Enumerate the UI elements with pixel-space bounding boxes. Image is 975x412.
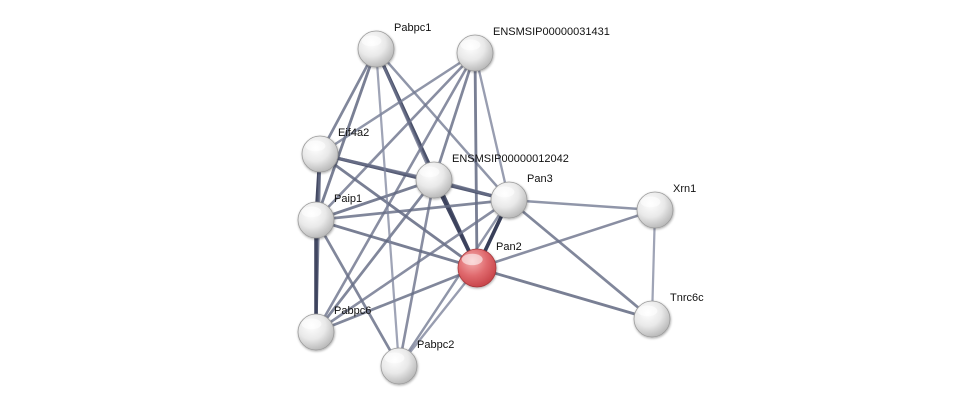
node-pan3[interactable]: Pan3 <box>490 173 553 219</box>
edge-pan2-pabpc2[interactable] <box>397 266 479 368</box>
edge-pan2-tnrc6c[interactable] <box>475 266 654 321</box>
node-label: Pabpc2 <box>417 339 454 351</box>
edge-pan2-xrn1[interactable] <box>475 208 657 270</box>
edge-pabpc1-pabpc2[interactable] <box>374 47 401 368</box>
node-highlight <box>460 39 481 51</box>
node-highlight <box>301 206 322 218</box>
edge-pabpc1-eif4a2[interactable] <box>318 47 378 156</box>
node-label: Pan2 <box>496 241 522 253</box>
edge-pabpc1-ensmsip00000012042[interactable] <box>374 47 436 182</box>
node-highlight <box>384 352 405 364</box>
edge-paip1-pan2[interactable] <box>314 218 479 270</box>
node-label: Xrn1 <box>673 183 696 195</box>
node-label: ENSMSIP00000012042 <box>452 153 569 165</box>
edge-ensmsip00000031431-eif4a2[interactable] <box>318 51 477 156</box>
node-label: Pan3 <box>527 173 553 185</box>
node-paip1[interactable]: Paip1 <box>297 193 362 239</box>
node-xrn1[interactable]: Xrn1 <box>636 183 696 229</box>
edge-ensmsip00000012042-pabpc2[interactable] <box>397 178 436 368</box>
edge-ensmsip00000031431-pan3[interactable] <box>473 51 511 202</box>
node-pabpc2[interactable]: Pabpc2 <box>380 339 454 385</box>
node-highlight <box>301 318 322 330</box>
node-label: ENSMSIP00000031431 <box>493 26 610 38</box>
node-label: Tnrc6c <box>670 292 704 304</box>
edge-pabpc1-pan3[interactable] <box>374 47 511 202</box>
node-label: Paip1 <box>334 193 362 205</box>
node-highlight <box>461 253 483 266</box>
node-tnrc6c[interactable]: Tnrc6c <box>633 292 704 338</box>
edge-ensmsip00000031431-ensmsip00000012042[interactable] <box>432 51 477 182</box>
edge-pan3-pabpc2[interactable] <box>397 198 511 368</box>
node-highlight <box>305 140 326 152</box>
edge-pabpc1-paip1[interactable] <box>314 47 378 222</box>
node-ensmsip00000012042[interactable]: ENSMSIP00000012042 <box>415 153 569 199</box>
edge-paip1-pan3[interactable] <box>314 198 511 222</box>
node-highlight <box>419 166 440 178</box>
edge-paip1-pabpc2[interactable] <box>314 218 401 368</box>
node-eif4a2[interactable]: Eif4a2 <box>301 127 369 173</box>
node-label: Pabpc6 <box>334 305 371 317</box>
edge-pan3-tnrc6c[interactable] <box>507 198 654 321</box>
nodes-layer: Pabpc1 ENSMSIP00000031431Eif4a2ENSMSIP000… <box>297 22 704 385</box>
node-label: Eif4a2 <box>338 127 369 139</box>
edge-ensmsip00000031431-pan2[interactable] <box>473 51 479 270</box>
node-pabpc1[interactable]: Pabpc1 <box>357 22 431 68</box>
node-label: Pabpc1 <box>394 22 431 34</box>
edge-pan3-xrn1[interactable] <box>507 198 657 212</box>
node-ensmsip00000031431[interactable]: ENSMSIP00000031431 <box>456 26 610 72</box>
edge-pan3-pabpc6[interactable] <box>314 198 511 334</box>
edges-layer <box>314 47 657 368</box>
node-highlight <box>361 35 382 47</box>
edge-pan2-pabpc6[interactable] <box>314 266 479 334</box>
edge-eif4a2-ensmsip00000012042[interactable] <box>318 152 436 182</box>
node-pan2[interactable]: Pan2 <box>457 241 522 288</box>
node-highlight <box>640 196 661 208</box>
edge-ensmsip00000012042-pabpc6[interactable] <box>314 178 436 334</box>
node-pabpc6[interactable]: Pabpc6 <box>297 305 371 351</box>
node-highlight <box>637 305 658 317</box>
edge-ensmsip00000012042-paip1[interactable] <box>314 178 436 222</box>
node-highlight <box>494 186 515 198</box>
edge-ensmsip00000031431-paip1[interactable] <box>314 51 477 222</box>
